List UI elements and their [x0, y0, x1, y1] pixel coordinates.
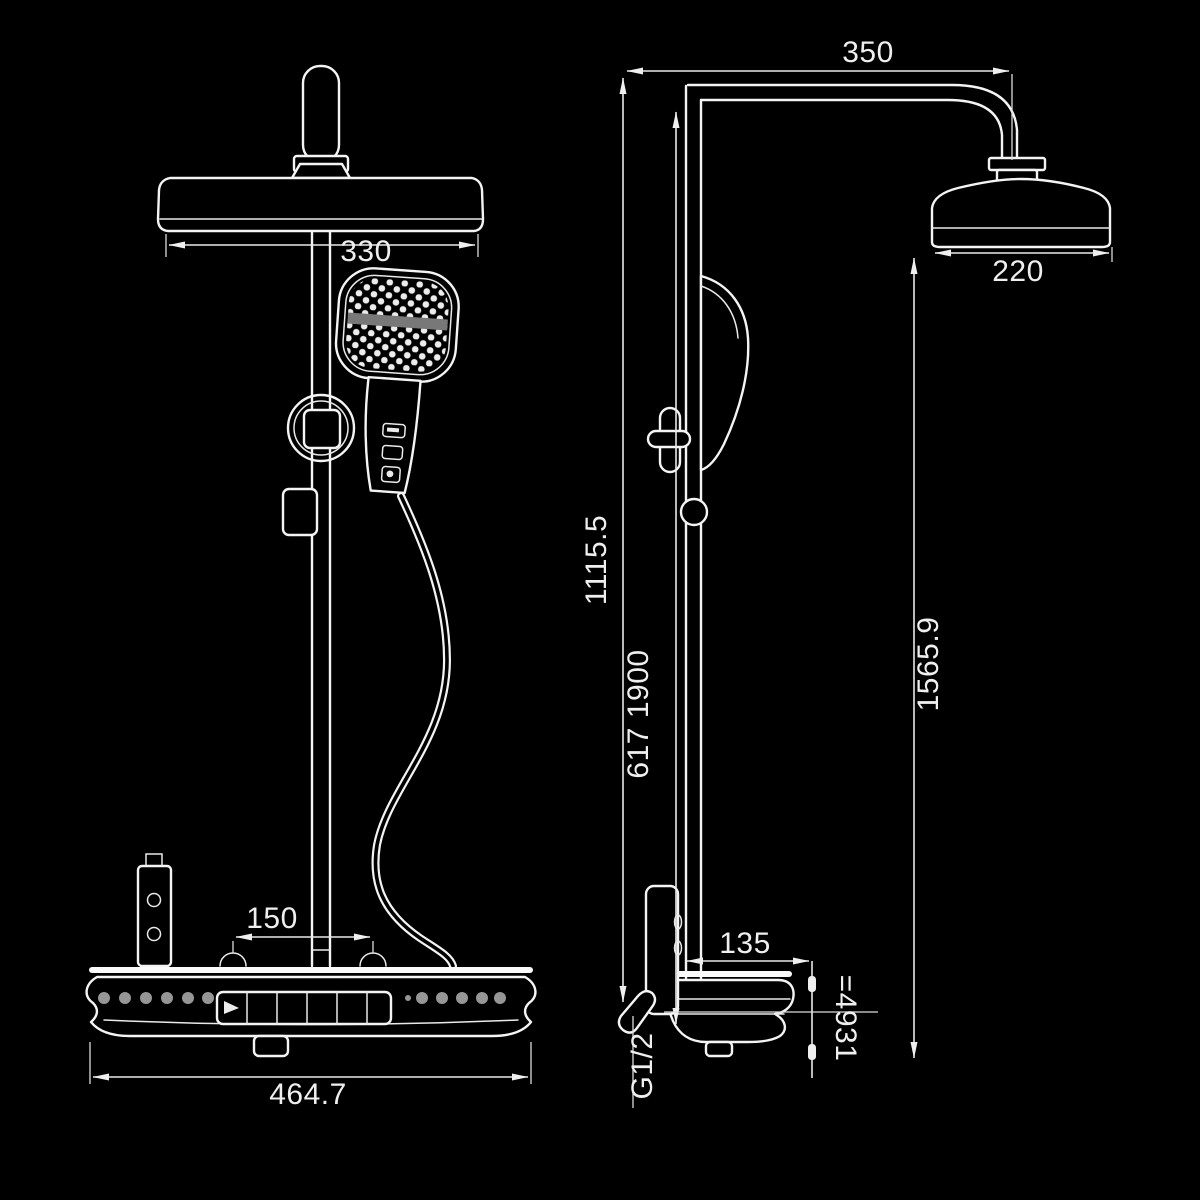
dim-side-thread-label: G1/2: [626, 1032, 659, 1099]
dim-side-overall-height: 1565.9: [910, 257, 945, 1059]
rain-head-side: [930, 156, 1112, 249]
deck-spout-side: [704, 1040, 734, 1058]
dim-side-deck-depth-label: 135: [719, 927, 771, 960]
dim-side-overall-height-label: 1565.9: [912, 617, 945, 712]
top-knob: [292, 64, 350, 174]
wall-bracket: [136, 853, 173, 968]
slider-ring: [286, 393, 356, 463]
drain-lever: [617, 989, 657, 1034]
dim-side-total-height-label: 1115.5: [580, 515, 613, 605]
hand-shower-side: [699, 274, 750, 472]
deck-spout-front: [252, 1034, 290, 1058]
dim-side-thread: G1/2: [626, 1016, 659, 1108]
panel-wedge-icon: [224, 1001, 239, 1014]
dim-side-total-height: 1115.5: [580, 77, 627, 1003]
dim-front-deck-width: 464.7: [89, 1042, 532, 1111]
dim-side-deck-depth: 135: [686, 927, 810, 965]
deck-button-panel: [215, 990, 393, 1026]
front-view-drawing: 330: [85, 64, 537, 1111]
dim-side-head-diameter-label: 220: [992, 255, 1044, 288]
deck-console-front: [85, 967, 537, 1058]
dim-side-base-height: =4931: [664, 961, 878, 1078]
diverter-cross-handle: [646, 406, 692, 474]
dim-side-column-height: 617 1900: [622, 111, 680, 1025]
dim-side-arm-reach: 350: [626, 36, 1013, 160]
rain-head-front: [156, 162, 485, 233]
dim-side-arm-reach-label: 350: [842, 36, 894, 69]
dim-side-head-diameter: 220: [934, 247, 1113, 288]
dim-front-head-width-label: 330: [340, 235, 392, 268]
dim-side-base-height-label: =4931: [829, 975, 862, 1062]
hand-shower-front: [334, 267, 460, 495]
shower-hose: [371, 492, 457, 970]
dim-front-inlet-spacing-label: 150: [246, 902, 298, 935]
side-riser-pipe: [684, 84, 703, 990]
dim-front-deck-width-label: 464.7: [269, 1078, 347, 1111]
dim-front-head-width: 330: [165, 234, 479, 268]
pipe-bracket: [281, 487, 319, 537]
dim-front-inlet-spacing: 150: [219, 902, 387, 967]
shower-arm: [686, 83, 1019, 164]
deck-console-side: [661, 971, 795, 1058]
deck-led-dots: [98, 992, 506, 1004]
pipe-connector: [679, 497, 709, 527]
dim-side-column-height-label: 617 1900: [622, 649, 655, 778]
mixer-body-side: [617, 884, 683, 1034]
front-riser-pipe: [310, 172, 332, 968]
side-view-drawing: 350 220: [580, 36, 1113, 1108]
